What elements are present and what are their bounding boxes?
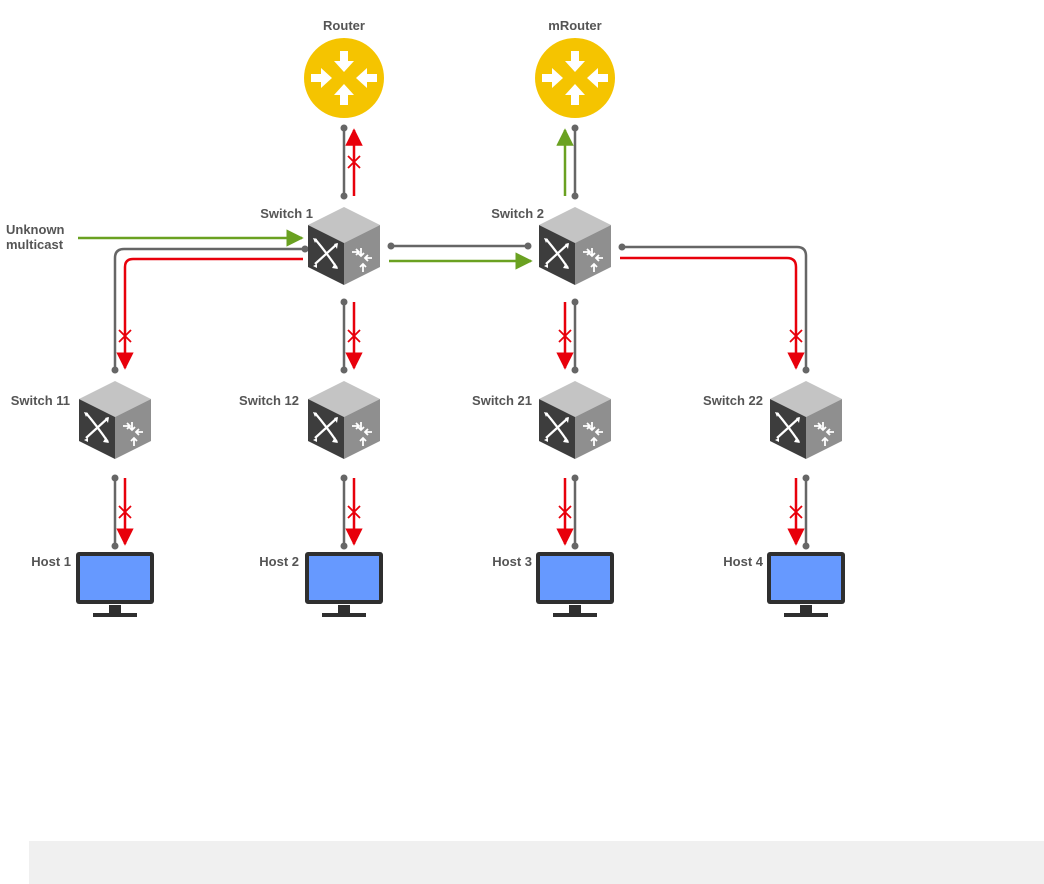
blocked-flows — [116, 128, 805, 546]
host-1-icon — [76, 552, 154, 617]
flow-to-switch22 — [620, 256, 805, 370]
unknown-multicast-label-line1: Unknown — [6, 222, 65, 237]
flow-to-switch11 — [116, 257, 303, 370]
host-4-label: Host 4 — [723, 554, 764, 569]
link-switch1-switch11 — [113, 247, 305, 370]
host-4-icon — [767, 552, 845, 617]
switch-1-icon — [306, 205, 382, 287]
switch-22-icon — [768, 379, 844, 461]
host-2-icon — [305, 552, 383, 617]
blocked-marks — [118, 155, 803, 519]
forwarded-flows — [78, 128, 574, 270]
host-2-label: Host 2 — [259, 554, 299, 569]
switch-11-icon — [77, 379, 153, 461]
mrouter-icon — [535, 38, 615, 118]
host-1-label: Host 1 — [31, 554, 71, 569]
switch-22-label: Switch 22 — [703, 393, 763, 408]
unknown-multicast-label-line2: multicast — [6, 237, 64, 252]
switch-21-icon — [537, 379, 613, 461]
host-3-label: Host 3 — [492, 554, 532, 569]
footer-bar — [29, 841, 1044, 884]
switch-12-label: Switch 12 — [239, 393, 299, 408]
host-3-icon — [536, 552, 614, 617]
switch-21-label: Switch 21 — [472, 393, 532, 408]
router-icon — [304, 38, 384, 118]
switch-12-icon — [306, 379, 382, 461]
link-switch2-switch22 — [622, 245, 808, 370]
switch-2-icon — [537, 205, 613, 287]
switch-11-label: Switch 11 — [11, 393, 70, 408]
mrouter-label: mRouter — [548, 18, 601, 33]
switch-2-label: Switch 2 — [491, 206, 544, 221]
switch-1-label: Switch 1 — [260, 206, 313, 221]
router-label: Router — [323, 18, 365, 33]
port-dots — [111, 124, 810, 550]
link-lines — [113, 128, 808, 546]
